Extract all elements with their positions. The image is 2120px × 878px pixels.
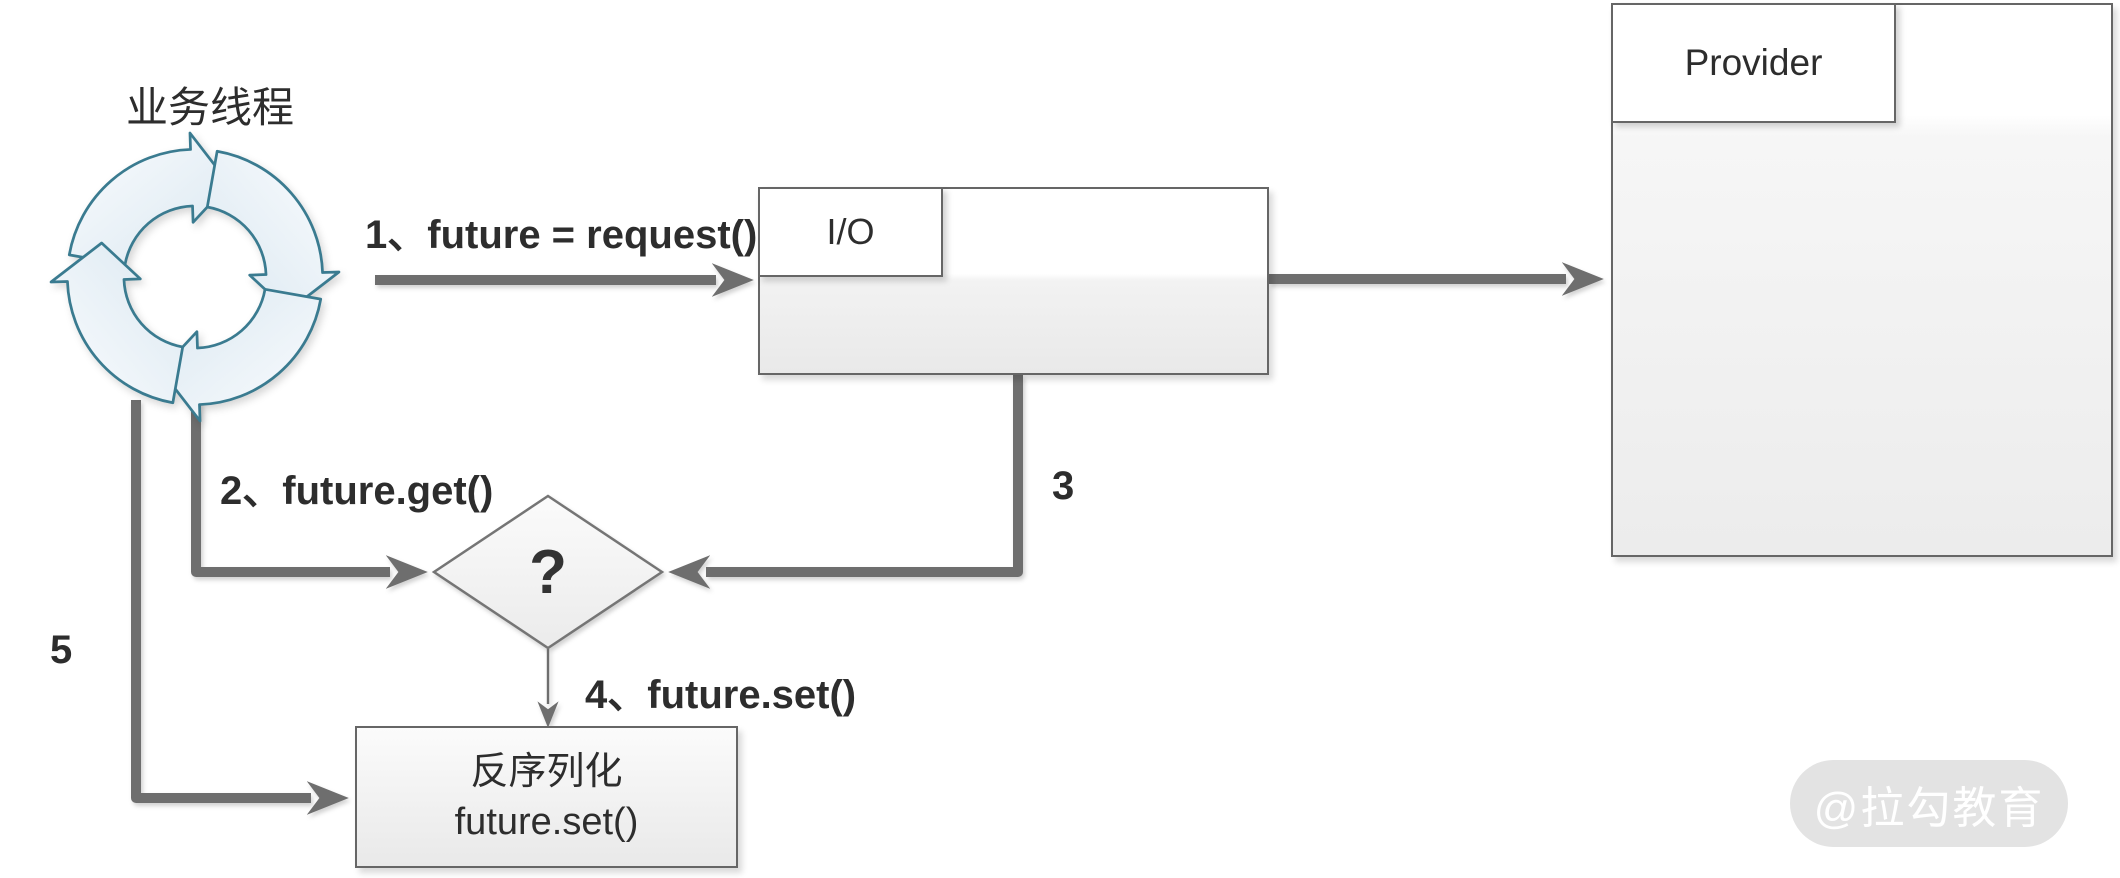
step5-label: 5	[50, 628, 73, 672]
deserialize-line1: 反序列化	[470, 750, 623, 793]
deserialize-box: 反序列化 future.set()	[355, 726, 738, 868]
arrow-step2	[191, 392, 428, 589]
watermark-badge: @拉勾教育	[1790, 760, 2068, 847]
thread-label: 业务线程	[126, 84, 295, 131]
arrow-step3	[668, 375, 1023, 589]
decision-diamond	[431, 494, 665, 650]
step1-label: 1、future = request()	[365, 213, 758, 257]
step4-label: 4、future.set()	[585, 673, 857, 717]
deserialize-line2: future.set()	[454, 801, 639, 843]
io-box-title-tab: I/O	[758, 187, 943, 277]
decision-label: ?	[529, 537, 567, 607]
io-box-title: I/O	[826, 211, 875, 252]
cycle-arrows-icon	[49, 131, 341, 423]
provider-box-title: Provider	[1684, 42, 1823, 83]
step3-label: 3	[1052, 464, 1075, 508]
arrow-step5	[131, 400, 349, 815]
step2-label: 2、future.get()	[220, 469, 494, 513]
provider-box-title-tab: Provider	[1611, 3, 1896, 123]
